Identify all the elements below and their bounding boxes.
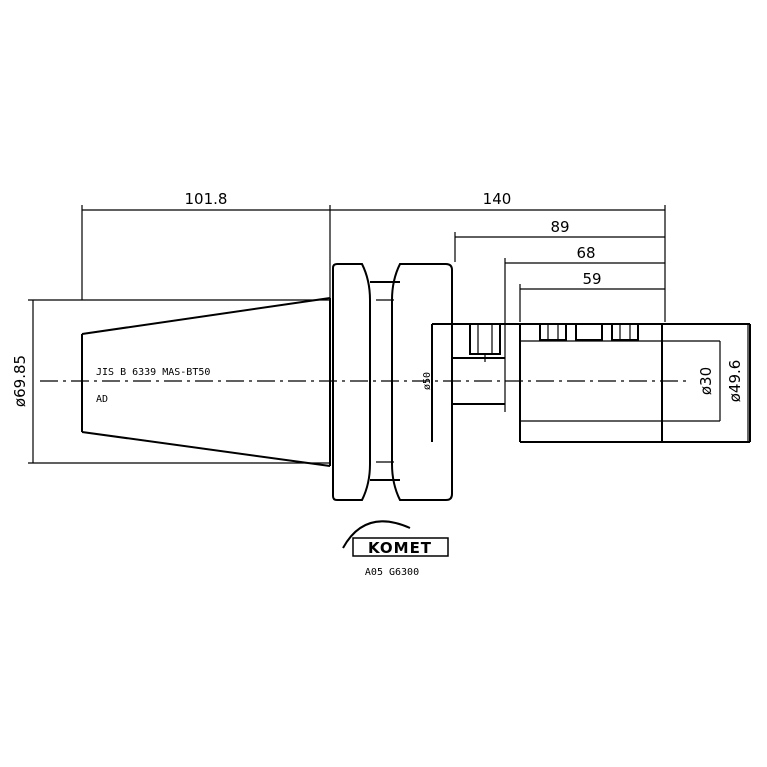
dim-length-68: 68 — [576, 244, 595, 262]
logo-arc — [342, 520, 411, 549]
dim-length-89: 89 — [550, 218, 569, 236]
dim-length-59: 59 — [582, 270, 601, 288]
flange — [332, 263, 453, 501]
dim-collar-diameter: ø50 — [422, 372, 433, 390]
neck — [452, 356, 506, 412]
taper-body — [81, 297, 331, 467]
grade-label: AD — [96, 394, 108, 405]
part-number: A05 G6300 — [365, 567, 419, 578]
standard-label: JIS B 6339 MAS-BT50 — [96, 367, 210, 378]
dim-taper-length: 101.8 — [185, 190, 228, 208]
komet-logo: KOMET A05 G6300 — [342, 520, 449, 578]
set-screws — [469, 323, 639, 362]
dim-lines-vertical — [28, 299, 749, 464]
dim-lines — [81, 205, 666, 356]
dim-total-length: 140 — [483, 190, 512, 208]
logo-brand: KOMET — [368, 539, 432, 557]
dim-bore-diameter: ø30 — [697, 367, 715, 395]
dim-outer-diameter: ø49.6 — [726, 360, 744, 403]
dim-taper-diameter: ø69.85 — [11, 355, 29, 407]
